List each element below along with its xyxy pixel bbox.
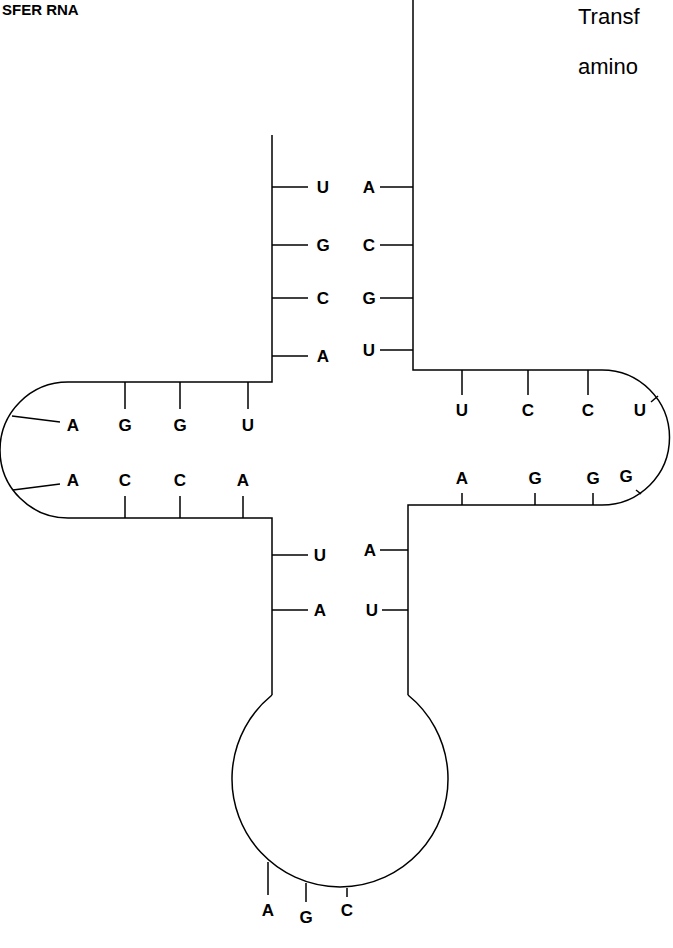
nucleotide-base: C (363, 237, 375, 254)
nucleotide-base: U (366, 602, 378, 619)
heading-fragment: Transf (578, 6, 640, 28)
nucleotide-base: U (363, 342, 375, 359)
nucleotide-base: C (174, 472, 186, 489)
base-ticks (12, 187, 658, 902)
nucleotide-base: A (363, 179, 375, 196)
nucleotide-base: G (619, 468, 632, 485)
heading-fragment: amino (578, 56, 638, 78)
nucleotide-base: A (314, 602, 326, 619)
nucleotide-base: G (173, 417, 186, 434)
nucleotide-base: A (67, 472, 79, 489)
nucleotide-base: C (582, 402, 594, 419)
nucleotide-base: U (456, 402, 468, 419)
nucleotide-base: A (456, 470, 468, 487)
nucleotide-base: C (119, 472, 131, 489)
backbone-line (0, 135, 272, 695)
nucleotide-base: A (67, 417, 79, 434)
nucleotide-base: A (364, 542, 376, 559)
heading-fragment: SFER RNA (2, 2, 79, 17)
anticodon-base: G (299, 909, 312, 926)
nucleotide-base: C (317, 290, 329, 307)
nucleotide-base: G (586, 470, 599, 487)
nucleotide-base: A (237, 472, 249, 489)
anticodon-base: C (341, 902, 353, 919)
nucleotide-base: A (317, 348, 329, 365)
backbone-line (408, 0, 670, 695)
nucleotide-base: U (314, 547, 326, 564)
nucleotide-base: U (317, 179, 329, 196)
nucleotide-base: G (118, 417, 131, 434)
nucleotide-base: U (634, 402, 646, 419)
nucleotide-base: U (242, 417, 254, 434)
anticodon-base: A (262, 902, 274, 919)
nucleotide-base: G (316, 237, 329, 254)
nucleotide-base: G (362, 290, 375, 307)
anticodon-loop (232, 695, 448, 887)
nucleotide-base: C (522, 402, 534, 419)
nucleotide-base: G (528, 470, 541, 487)
